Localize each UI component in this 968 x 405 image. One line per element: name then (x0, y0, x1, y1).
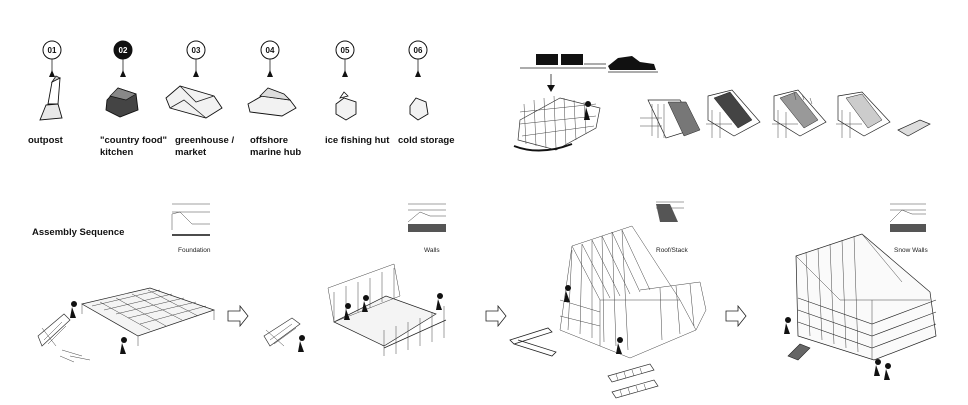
program-number: 02 (119, 46, 128, 55)
down-arrow-icon (547, 74, 555, 92)
program-05: 05 ice fishing hut (325, 40, 390, 146)
program-label: "country food" (100, 135, 167, 146)
program-03: 03 greenhouse / market (165, 40, 234, 158)
snow-walls-drawing (784, 233, 937, 380)
step-indicator-4 (889, 203, 926, 232)
module-3 (772, 89, 827, 138)
walls-drawing (263, 263, 447, 356)
program-number: 05 (341, 46, 350, 55)
kitchen-icon (105, 87, 139, 118)
assembly-title: Assembly Sequence (32, 227, 124, 238)
step-label: Walls (424, 247, 440, 254)
program-label: market (175, 147, 207, 158)
program-label: greenhouse / (175, 135, 234, 146)
step-label: Snow Walls (894, 247, 928, 254)
program-label: outpost (28, 135, 64, 146)
module-2 (706, 89, 761, 138)
marine-hub-icon (247, 87, 297, 117)
snowmobile-sled-icon (520, 54, 658, 73)
step-indicator-1 (171, 203, 210, 236)
sled-piece-icon (897, 119, 931, 137)
next-arrow-icon (227, 304, 249, 328)
sled-frame-stack (513, 95, 601, 152)
program-04: 04 offshore marine hub (247, 40, 301, 158)
program-02: 02 "country food" kitchen (100, 40, 167, 158)
program-label: cold storage (398, 135, 455, 146)
program-label: kitchen (100, 147, 133, 158)
next-arrow-icon (485, 304, 507, 328)
roof-stack-drawing (509, 225, 707, 399)
program-number: 06 (414, 46, 423, 55)
program-number: 03 (192, 46, 201, 55)
program-06: 06 cold storage (398, 40, 455, 146)
program-number: 01 (48, 46, 57, 55)
program-label: ice fishing hut (325, 135, 390, 146)
program-label: offshore (250, 135, 288, 146)
greenhouse-icon (165, 85, 223, 119)
foundation-drawing (37, 287, 216, 363)
step-roof-stack: Roof/Stack (509, 201, 707, 399)
outpost-icon (39, 75, 63, 121)
program-number: 04 (266, 46, 275, 55)
program-label: marine hub (250, 147, 301, 158)
step-label: Foundation (178, 247, 211, 254)
next-arrow-icon (725, 304, 747, 328)
step-foundation: Foundation (37, 203, 216, 363)
module-1 (640, 99, 701, 139)
step-indicator-2 (407, 203, 446, 232)
step-label: Roof/Stack (656, 247, 689, 254)
step-walls: Walls (263, 203, 447, 356)
cold-storage-icon (409, 97, 429, 121)
step-indicator-3 (656, 201, 684, 222)
step-snow-walls: Snow Walls (784, 203, 937, 380)
module-4 (836, 91, 891, 138)
program-01: 01 outpost (28, 40, 64, 146)
fishing-hut-icon (335, 91, 357, 121)
